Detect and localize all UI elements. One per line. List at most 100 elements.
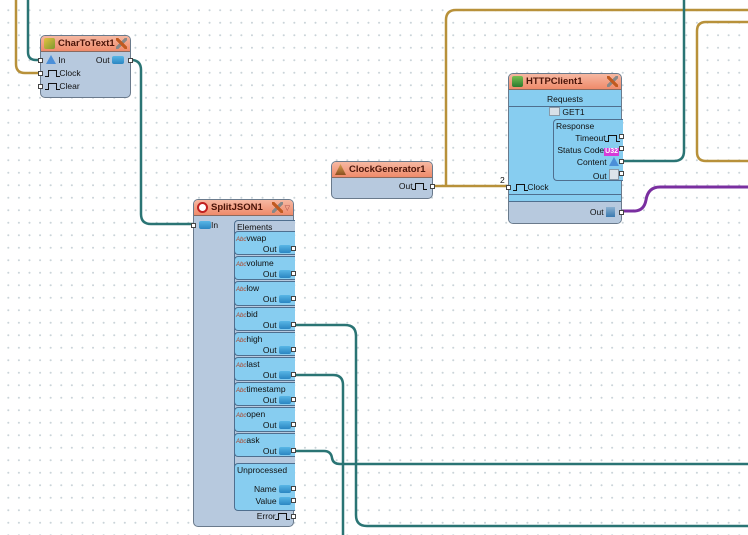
element-out-pin-last[interactable]: [291, 372, 296, 377]
element-out-row: Out: [263, 446, 291, 456]
response-content-label: Content: [576, 157, 607, 167]
httpclient-clock-row: Clock: [513, 182, 549, 192]
tools-icon[interactable]: [271, 202, 283, 213]
clockgen-out-pin[interactable]: [430, 184, 435, 189]
unprocessed-name-pin[interactable]: [291, 486, 296, 491]
element-out-pin-low[interactable]: [291, 296, 296, 302]
element-out-pin-timestamp[interactable]: [291, 397, 296, 403]
element-out-label: Out: [262, 269, 277, 280]
clockgen-out-row: Out: [399, 181, 427, 191]
element-out-pin-ask[interactable]: [291, 447, 296, 453]
element-name-row: Abcask: [236, 435, 260, 445]
chartotext-title: CharToText1: [58, 38, 115, 49]
splitjson-header[interactable]: SplitJSON1 ▽: [194, 200, 293, 216]
char-icon: [46, 55, 56, 64]
element-out-label: Out: [262, 344, 277, 355]
element-out-pin-volume[interactable]: [291, 271, 296, 277]
element-out-pin-high[interactable]: [291, 346, 296, 352]
abc-type-icon: Abc: [236, 438, 247, 445]
wire-chartotext-clock: [14, 0, 40, 75]
element-name: timestamp: [246, 384, 286, 395]
text-icon: [112, 56, 124, 64]
unprocessed-box[interactable]: Unprocessed Name Value: [234, 463, 295, 511]
clock-icon: [45, 83, 60, 90]
response-content-pin[interactable]: [619, 159, 624, 164]
response-timeout-pin[interactable]: [619, 134, 624, 139]
element-out-pin-bid[interactable]: [291, 321, 296, 327]
element-out-row: Out: [263, 345, 291, 355]
divider: [509, 194, 621, 195]
chartotext-header[interactable]: CharToText1: [41, 36, 130, 52]
abc-type-icon: Abc: [236, 262, 247, 269]
httpclient-out-row: Out: [590, 207, 615, 217]
unprocessed-value-label: Value: [255, 496, 277, 506]
clock-icon: [513, 184, 528, 191]
httpclient-request-item[interactable]: GET1: [549, 107, 585, 117]
tools-icon[interactable]: [116, 38, 127, 49]
element-out-pin-vwap[interactable]: [291, 246, 296, 251]
httpclient-component[interactable]: HTTPClient1 Requests GET1 Response Timeo…: [500, 73, 624, 224]
httpclient-clock-pin[interactable]: [506, 185, 511, 190]
wire-httpclient-content: [622, 0, 686, 163]
splitjson-in-pin[interactable]: [191, 223, 196, 228]
wire-last-out: [294, 373, 345, 535]
element-out-label: Out: [262, 244, 277, 254]
chartotext-component[interactable]: CharToText1 In Clock Clear Out: [38, 35, 133, 98]
clockgen-header[interactable]: ClockGenerator1: [332, 162, 432, 178]
splitjson-component[interactable]: SplitJSON1 ▽ In Elements Unprocessed Nam…: [191, 199, 296, 527]
object-icon: [609, 169, 619, 180]
element-name: ask: [246, 434, 260, 445]
splitjson-error-pin[interactable]: [291, 514, 296, 519]
element-out-row: Out: [263, 395, 291, 405]
response-timeout-row: Timeout: [575, 133, 620, 143]
abc-type-icon: Abc: [236, 337, 247, 344]
chartotext-in-pin[interactable]: [38, 58, 43, 63]
client-icon: [606, 207, 615, 217]
chevron-down-icon[interactable]: ▽: [284, 204, 290, 212]
response-status-label: Status Code: [557, 145, 605, 155]
element-out-pin-open[interactable]: [291, 422, 296, 428]
text-icon: [279, 320, 291, 329]
chartotext-out-pin[interactable]: [128, 58, 133, 63]
unprocessed-name-row: Name: [254, 484, 291, 494]
chartotext-icon: [44, 38, 55, 49]
httpclient-out-pin[interactable]: [619, 210, 624, 215]
response-out-pin[interactable]: [619, 171, 624, 176]
chartotext-clock-label: Clock: [59, 68, 81, 78]
splitjson-error-row: Error: [257, 511, 290, 521]
element-name: last: [246, 359, 260, 369]
tools-icon[interactable]: [607, 76, 618, 87]
httpclient-response-box[interactable]: Response Timeout Status CodeU32 Content …: [553, 119, 623, 181]
text-icon: [279, 245, 291, 253]
unprocessed-value-pin[interactable]: [291, 498, 296, 503]
divider: [509, 106, 621, 107]
chartotext-clear-pin[interactable]: [38, 84, 43, 89]
wire-httpclient-out: [622, 185, 748, 213]
element-out-row: Out: [263, 420, 291, 430]
text-icon: [279, 446, 291, 455]
clock-icon: [412, 183, 427, 190]
text-icon: [199, 221, 211, 229]
clockgen-component[interactable]: ClockGenerator1 Out: [331, 161, 435, 199]
httpclient-footer: [509, 201, 621, 223]
unprocessed-value-row: Value: [256, 496, 291, 506]
element-name-row: Abctimestamp: [236, 384, 286, 394]
chartotext-clock-pin[interactable]: [38, 71, 43, 76]
element-out-label: Out: [262, 395, 277, 406]
httpclient-request-item-label: GET1: [562, 107, 585, 117]
httpclient-requests-label: Requests: [547, 94, 583, 104]
httpclient-header[interactable]: HTTPClient1: [509, 74, 621, 90]
splitjson-icon: [197, 202, 208, 213]
text-icon: [279, 396, 291, 405]
abc-type-icon: Abc: [236, 413, 247, 420]
response-status-pin[interactable]: [619, 146, 624, 151]
